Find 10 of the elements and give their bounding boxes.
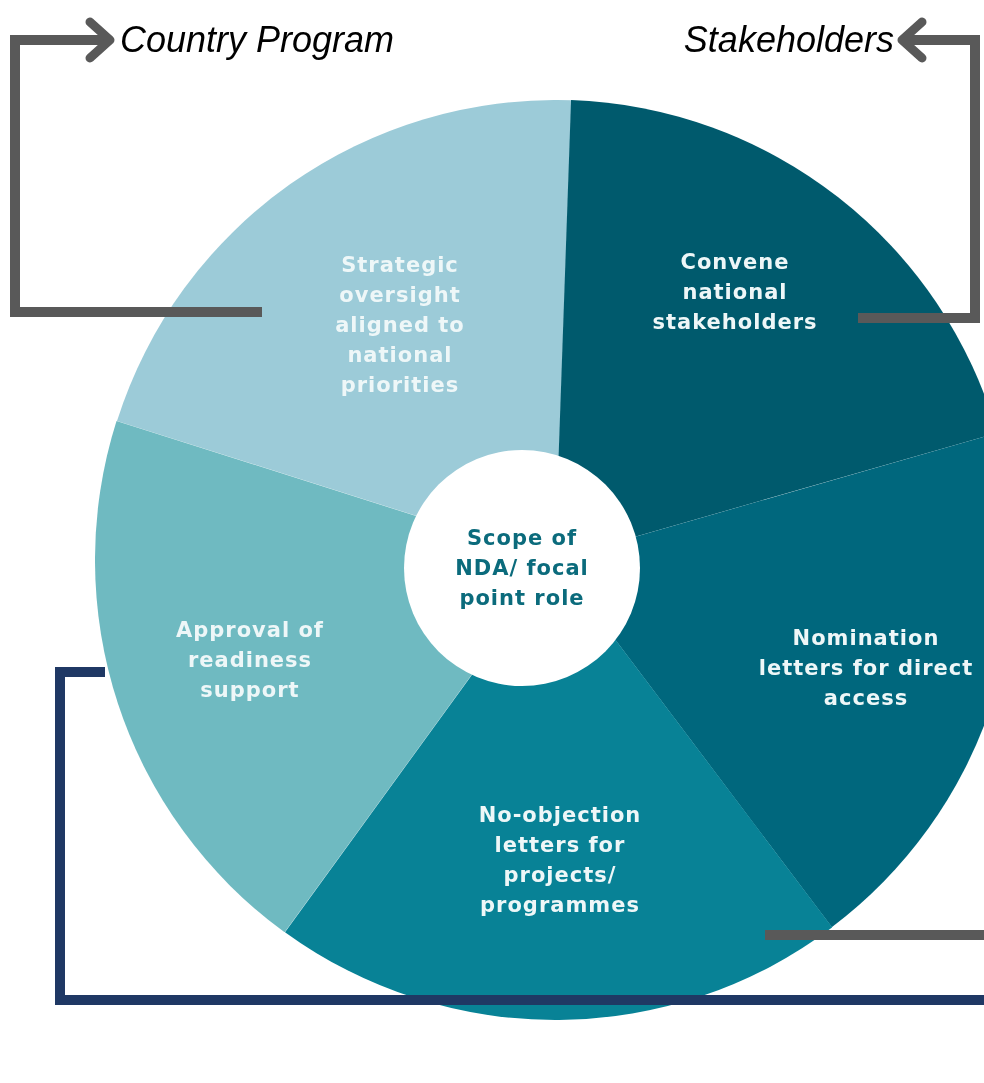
segment-label: No-objection letters for projects/ programmes: [477, 802, 643, 919]
heading-text: Stakeholders: [622, 12, 894, 68]
segment-label: Approval of readiness support: [174, 617, 325, 704]
connector-arrow: [10, 17, 262, 317]
center-label: Scope of NDA/ focal point role: [454, 525, 590, 612]
segment-label: Convene national stakeholders: [651, 249, 819, 336]
segment-label: Nomination letters for direct access: [757, 625, 975, 712]
connector-arrow: [858, 17, 980, 323]
segment-label: Strategic oversight aligned to national priorities: [334, 252, 466, 399]
heading-text: Country Program: [120, 12, 450, 68]
